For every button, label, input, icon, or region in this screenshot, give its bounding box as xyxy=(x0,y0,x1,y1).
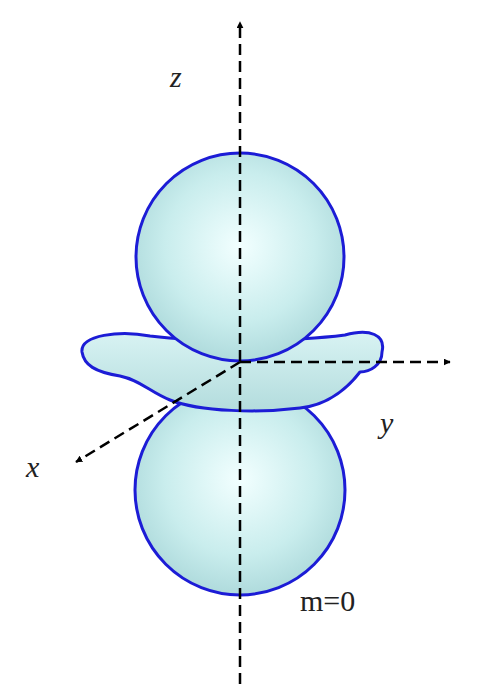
axis-label: z xyxy=(170,62,182,92)
y-axis xyxy=(240,361,450,364)
axis-label: x xyxy=(26,452,39,482)
z-axis xyxy=(239,22,242,684)
axis-label: y xyxy=(380,408,393,438)
quantum-number-label: m=0 xyxy=(300,586,355,616)
x-axis xyxy=(76,362,240,462)
